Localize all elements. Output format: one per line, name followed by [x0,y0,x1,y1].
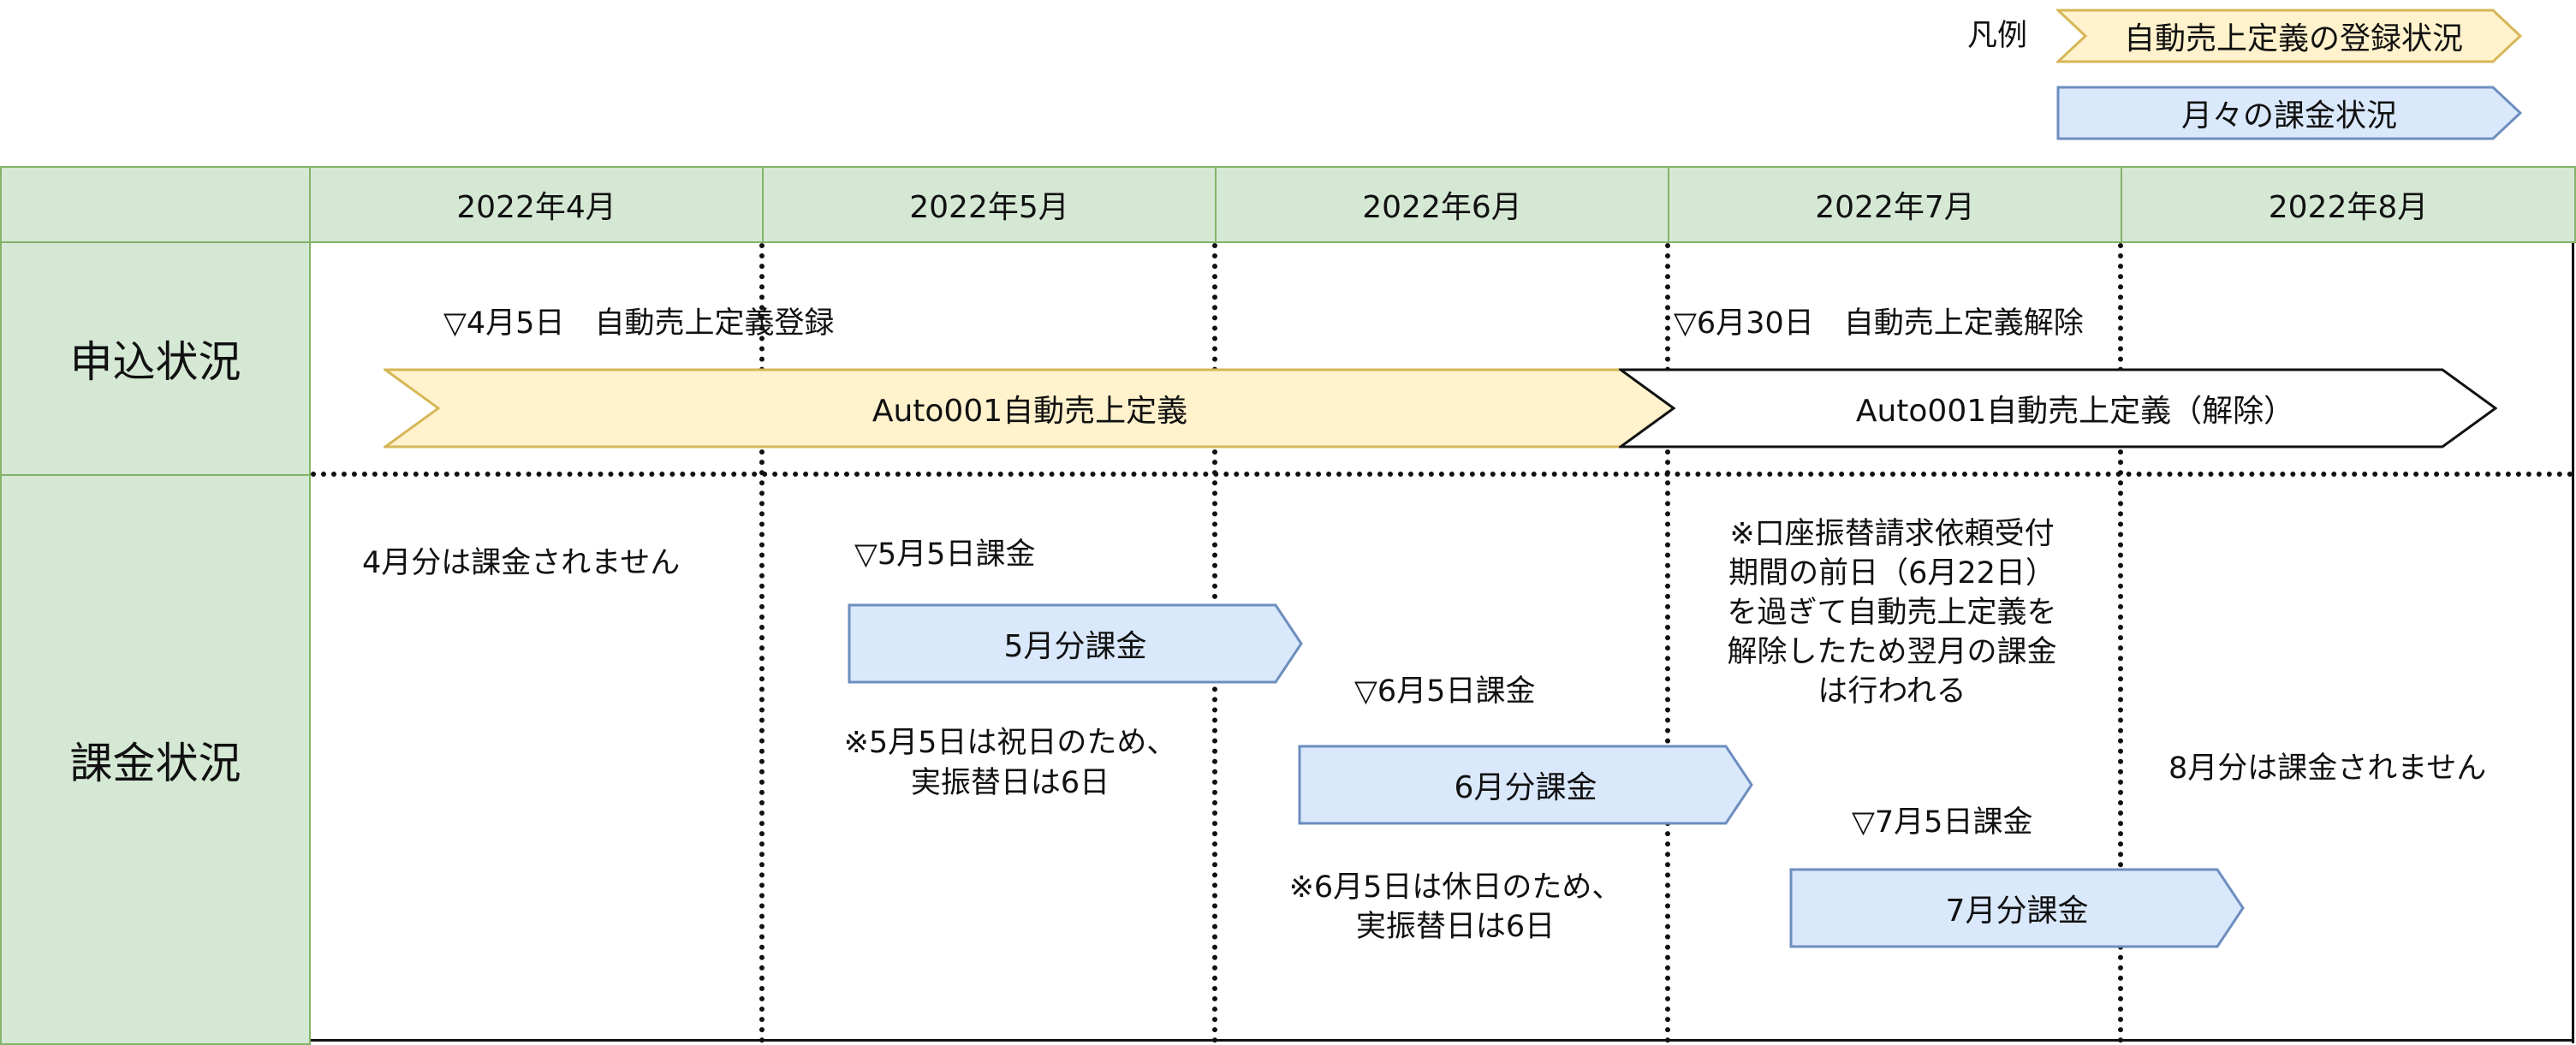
grid-row-divider [311,472,2574,477]
legend-registration-label: 自動売上定義の登録状況 [2123,21,2463,56]
legend-billing-arrow: 月々の課金状況 [2056,86,2522,140]
may-billing-label: 5月分課金 [1003,629,1147,664]
june-billing-shape [1298,745,1753,825]
july-billing-arrow: 7月分課金 [1789,868,2245,948]
june-note-line-1: ※6月5日は休日のため、 [1288,870,1622,905]
header-month-august: 2022年8月 [2121,166,2576,243]
july-note-line-2: 期間の前日（6月22日） [1728,556,2055,591]
row-header-billing: 課金状況 [0,474,311,1045]
grid-divider-july [1665,243,1670,1043]
legend-billing-shape [2056,86,2522,140]
may-billing-shape [848,603,1303,684]
grid-divider-may [759,243,764,1043]
june-billing-marker: ▽6月5日課金 [1354,674,1536,709]
header-month-april: 2022年4月 [309,166,764,243]
april-note: 4月分は課金されません [362,546,681,580]
july-billing-marker: ▽7月5日課金 [1852,805,2033,840]
june-billing-arrow: 6月分課金 [1298,745,1753,825]
june-billing-label: 6月分課金 [1454,770,1597,805]
may-billing-marker: ▽5月5日課金 [854,537,1036,572]
legend-registration-arrow: 自動売上定義の登録状況 [2056,9,2522,63]
may-billing-arrow: 5月分課金 [848,603,1303,684]
active-definition-label: Auto001自動売上定義 [872,394,1188,429]
cancelled-definition-label: Auto001自動売上定義（解除） [1855,394,2295,429]
cancel-marker: ▽6月30日 自動売上定義解除 [1674,306,2084,341]
cancelled-definition-arrow: Auto001自動売上定義（解除） [1619,368,2497,448]
july-note-line-5: は行われる [1817,674,1966,709]
header-corner-cell [0,166,311,243]
grid-bottom-border [311,1039,2574,1042]
register-marker: ▽4月5日 自動売上定義登録 [443,306,835,341]
header-month-july: 2022年7月 [1668,166,2122,243]
legend-billing-label: 月々の課金状況 [2180,98,2397,134]
legend-registration-shape [2056,9,2522,63]
grid-divider-august [2118,243,2123,1043]
july-billing-shape [1789,868,2245,948]
july-note-line-1: ※口座振替請求依頼受付 [1729,517,2055,551]
row-header-application: 申込状況 [0,241,311,476]
june-note-line-2: 実振替日は6日 [1355,910,1556,944]
may-note-line-1: ※5月5日は祝日のため、 [843,726,1177,760]
july-billing-label: 7月分課金 [1945,894,2089,929]
cancelled-definition-shape [1619,368,2497,448]
july-note-line-4: 解除したため翌月の課金 [1727,635,2057,669]
active-definition-arrow: Auto001自動売上定義 [384,368,1676,448]
header-month-may: 2022年5月 [762,166,1217,243]
legend-title: 凡例 [1967,19,2028,53]
header-month-june: 2022年6月 [1215,166,1669,243]
july-note-line-3: を過ぎて自動売上定義を [1727,596,2057,630]
grid-right-border [2572,243,2574,1043]
august-note: 8月分は課金されません [2168,751,2487,786]
may-note-line-2: 実振替日は6日 [910,766,1110,800]
